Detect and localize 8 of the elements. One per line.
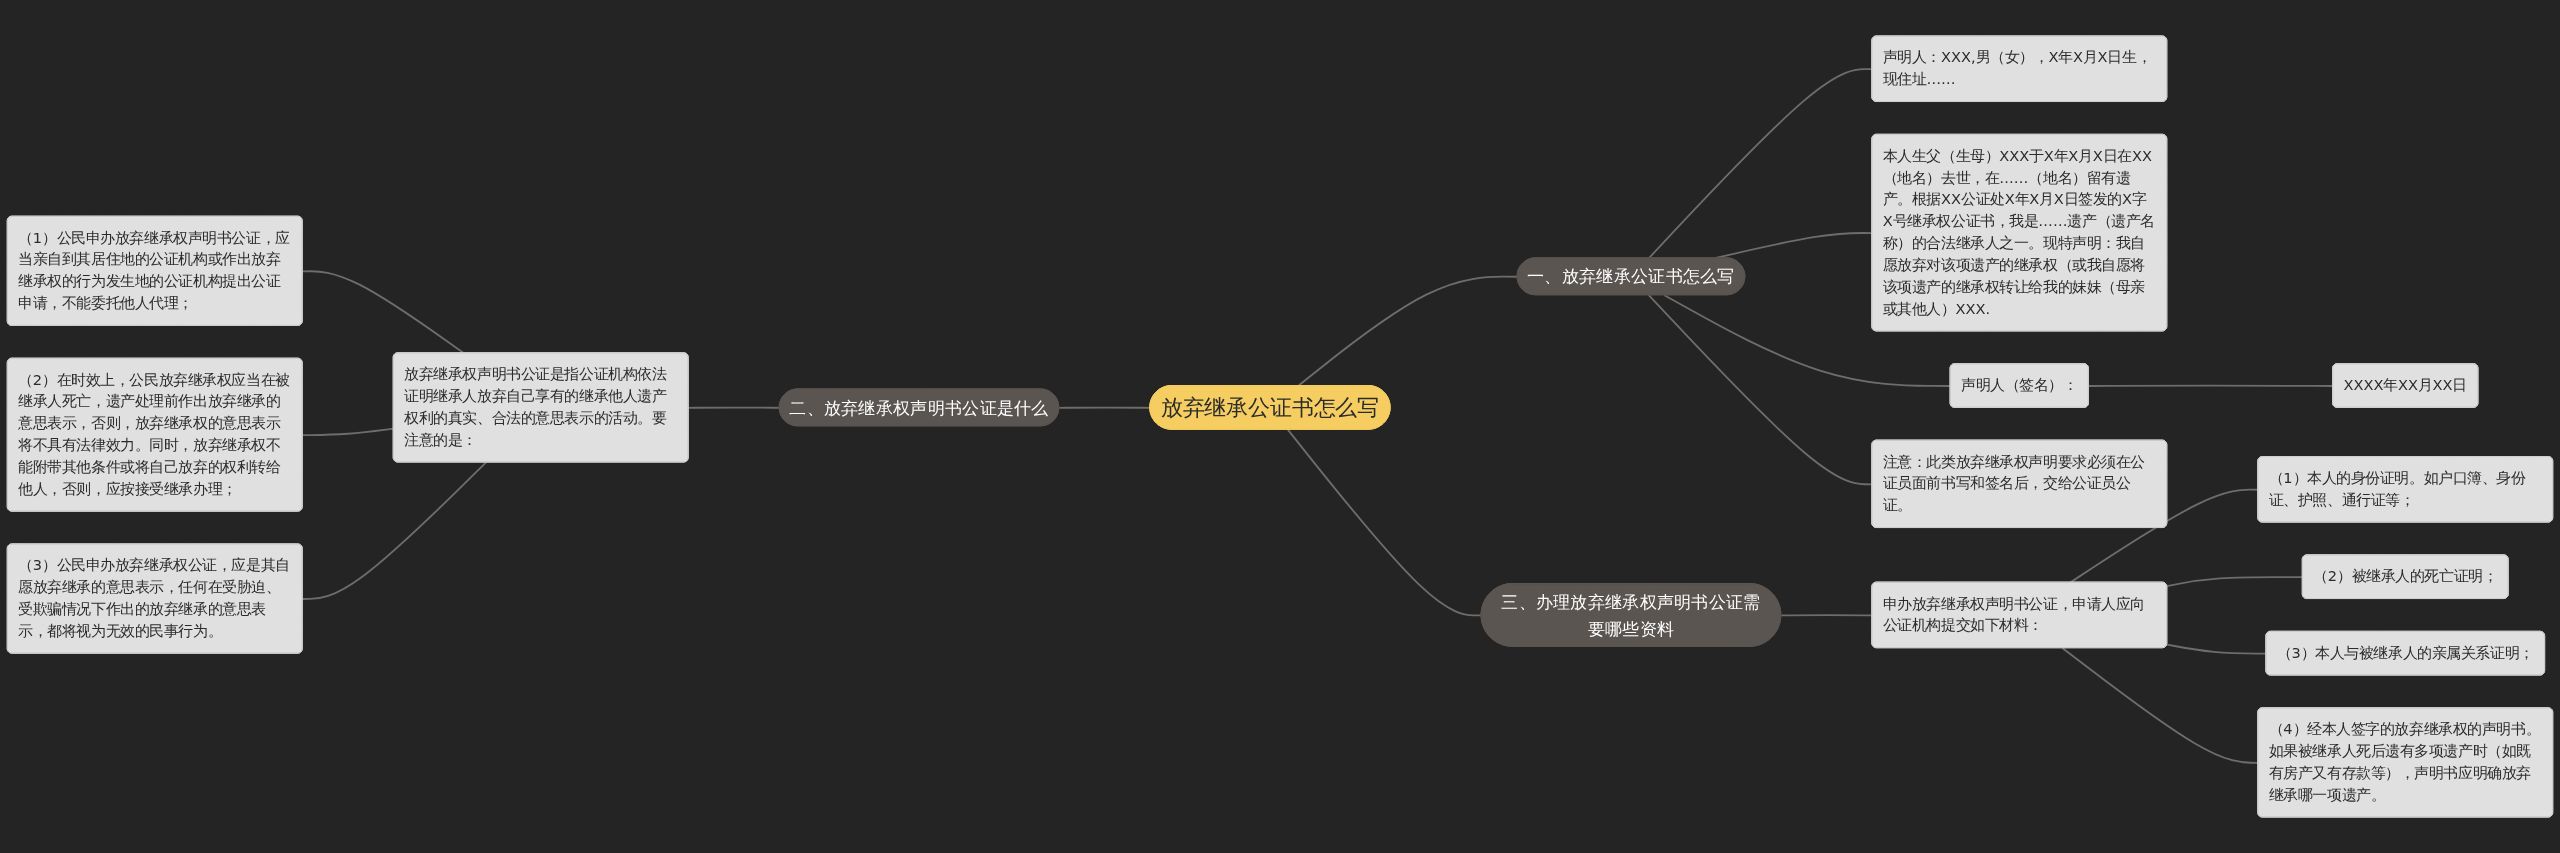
connector xyxy=(1663,294,1952,387)
connector xyxy=(301,461,487,600)
connector xyxy=(301,427,395,437)
connector xyxy=(1286,428,1483,617)
connector xyxy=(2088,384,2334,387)
connector xyxy=(2166,576,2304,588)
connector xyxy=(687,406,781,409)
connector xyxy=(1297,275,1519,387)
